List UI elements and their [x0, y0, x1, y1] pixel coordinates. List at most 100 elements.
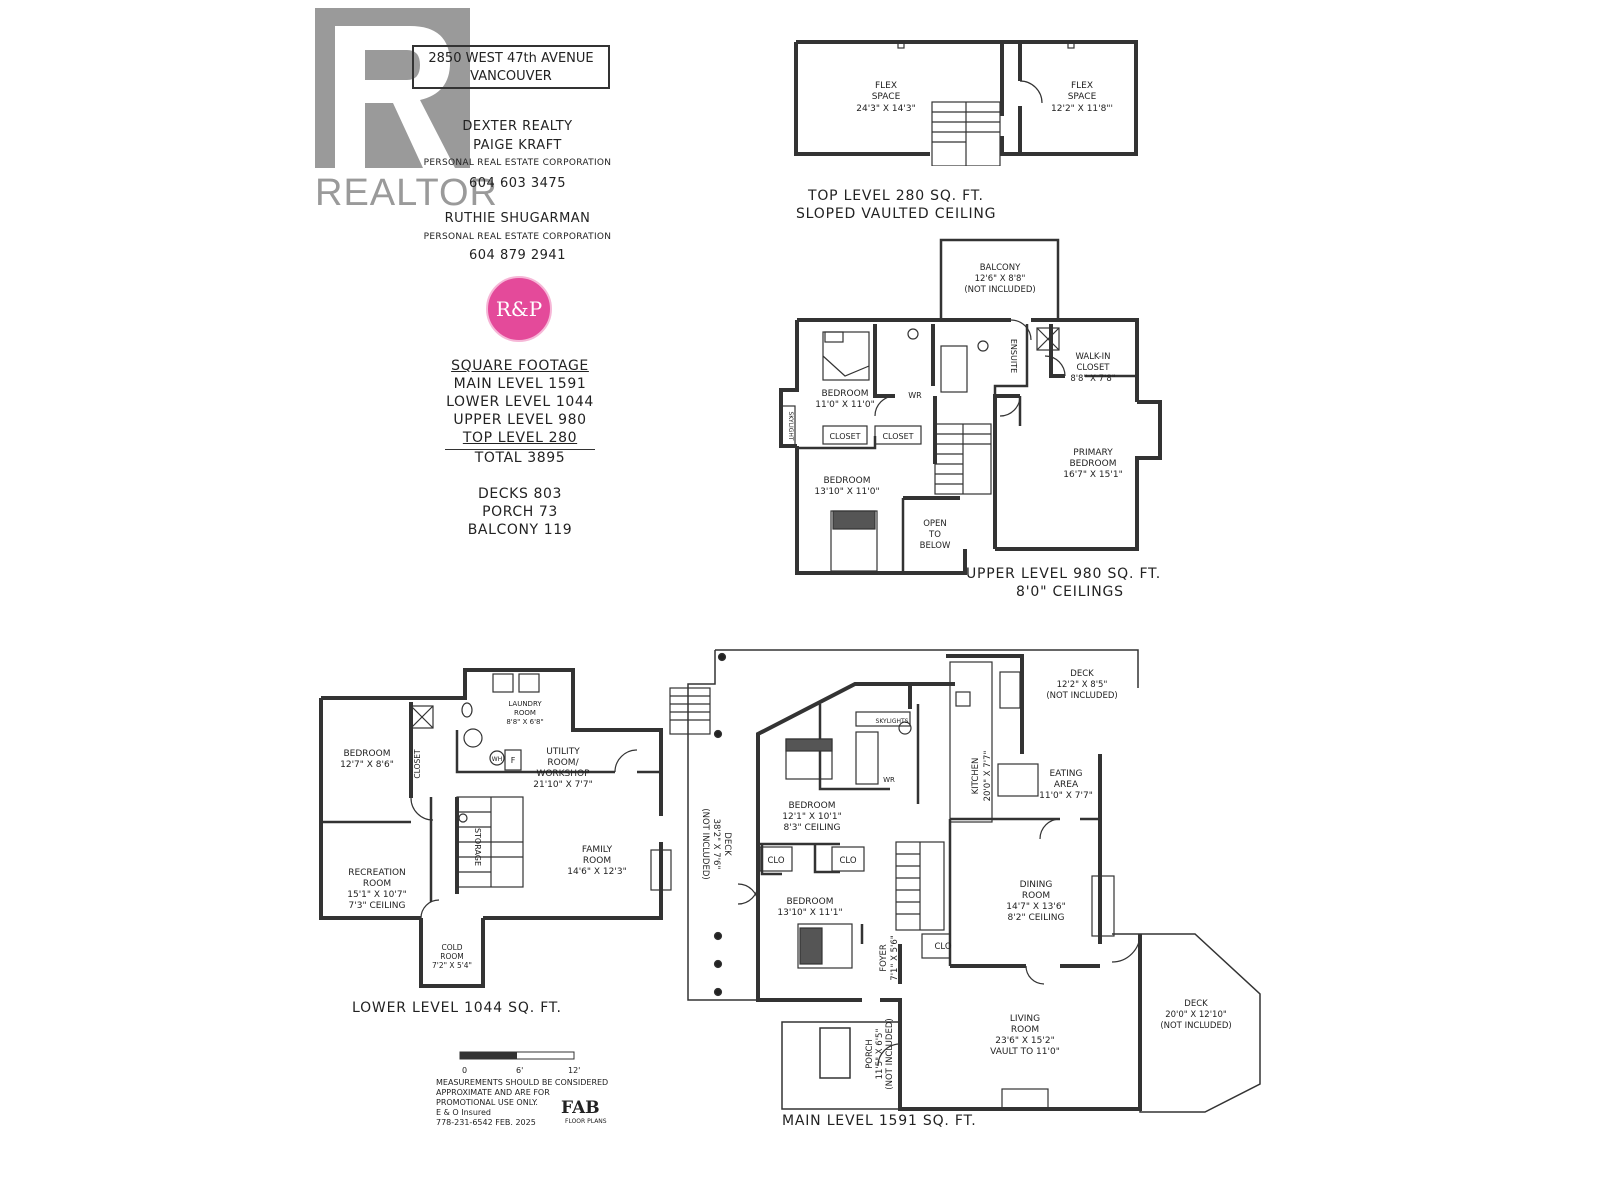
- disclaimer-line5: 778-231-6542 FEB. 2025: [436, 1118, 536, 1127]
- upper-walkin-dims: 8'8" X 7'8": [1070, 374, 1115, 384]
- main-deck-top-note: (NOT INCLUDED): [1046, 691, 1117, 701]
- main-porch-dims: 11'5" X 6'5": [875, 1029, 885, 1080]
- upper-open-line1: OPEN: [923, 519, 947, 529]
- upper-primary-dims: 16'7" X 15'1": [1063, 470, 1122, 480]
- main-deck-left-name: DECK: [722, 832, 732, 856]
- main-bed1-name: BEDROOM: [789, 801, 836, 811]
- main-level-title: MAIN LEVEL 1591 SQ. FT.: [782, 1113, 977, 1129]
- realtor-wordmark: REALTOR: [315, 172, 498, 214]
- main-dining-ceiling: 8'2" CEILING: [1008, 913, 1065, 923]
- fab-logo: FAB: [561, 1098, 600, 1118]
- flex2-dims: 12'2" X 11'8"': [1051, 104, 1113, 114]
- agent2-phone: 604 879 2941: [469, 248, 566, 263]
- lower-family-dims: 14'6" X 12'3": [567, 867, 626, 877]
- main-eating-label: AREA: [1054, 780, 1079, 790]
- sqft-main: MAIN LEVEL 1591: [453, 376, 587, 392]
- upper-bed1-dims: 11'0" X 11'0": [815, 400, 874, 410]
- top-level-subtitle: SLOPED VAULTED CEILING: [796, 206, 997, 222]
- agent1-phone: 604 603 3475: [469, 176, 566, 191]
- agent2-corporation: PERSONAL REAL ESTATE CORPORATION: [423, 232, 612, 242]
- lower-laundry-label: ROOM: [514, 709, 536, 717]
- lower-wh-label: WH: [492, 756, 502, 763]
- lower-bedroom-dims: 12'7" X 8'6": [340, 760, 394, 770]
- agent1-name: PAIGE KRAFT: [473, 138, 562, 153]
- lower-closet-label: CLOSET: [413, 749, 422, 779]
- disclaimer-line4: E & O Insured: [436, 1108, 491, 1117]
- main-dining-label: ROOM: [1022, 891, 1050, 901]
- lower-recreation-name: RECREATION: [348, 868, 406, 878]
- main-porch-name: PORCH: [865, 1039, 875, 1069]
- main-deck-right-note: (NOT INCLUDED): [1160, 1021, 1231, 1031]
- lower-f-label: F: [511, 756, 516, 765]
- main-dining-dims: 14'7" X 13'6": [1006, 902, 1065, 912]
- main-deck-right-dims: 20'0" X 12'10": [1165, 1010, 1227, 1020]
- flex2-label: SPACE: [1068, 92, 1097, 102]
- upper-level-title: UPPER LEVEL 980 SQ. FT.: [966, 566, 1161, 582]
- main-skylights-label: SKYLIGHTS: [876, 718, 909, 725]
- upper-level-subtitle: 8'0" CEILINGS: [1016, 584, 1124, 600]
- upper-bed1-name: BEDROOM: [822, 389, 869, 399]
- sqft-decks: DECKS 803: [477, 486, 563, 502]
- flex1-label: SPACE: [872, 92, 901, 102]
- main-foyer-name: FOYER: [879, 944, 889, 972]
- upper-open-line3: BELOW: [920, 541, 951, 551]
- main-bed1-ceiling: 8'3" CEILING: [784, 823, 841, 833]
- main-kitchen-name: KITCHEN: [971, 758, 981, 795]
- sqft-total: TOTAL 3895: [445, 449, 595, 466]
- main-wr-label: WR: [883, 776, 895, 784]
- upper-bed2-name: BEDROOM: [824, 476, 871, 486]
- upper-balcony-dims: 12'6" X 8'8": [975, 274, 1026, 284]
- upper-closet-a: CLOSET: [829, 432, 860, 441]
- upper-wr-label: WR: [908, 391, 922, 400]
- main-clo-b: CLO: [839, 856, 856, 866]
- lower-utility-dims: 21'10" X 7'7": [533, 780, 592, 790]
- flex1-name: FLEX: [875, 81, 897, 91]
- upper-primary-name: PRIMARY: [1073, 448, 1113, 458]
- lower-recreation-label: ROOM: [363, 879, 391, 889]
- main-dining-name: DINING: [1020, 880, 1053, 890]
- main-kitchen-dims: 20'0" X 7'7": [983, 751, 993, 802]
- main-clo-a: CLO: [767, 856, 784, 866]
- lower-recreation-ceiling: 7'3" CEILING: [349, 901, 406, 911]
- main-eating-name: EATING: [1049, 769, 1082, 779]
- lower-cold-name: COLD: [441, 943, 462, 952]
- main-living-name: LIVING: [1010, 1014, 1040, 1024]
- sqft-porch: PORCH 73: [482, 504, 558, 520]
- upper-skylight-label: SKYLIGHT: [787, 411, 794, 440]
- lower-family-label: ROOM: [583, 856, 611, 866]
- main-living-label: ROOM: [1011, 1025, 1039, 1035]
- fab-logo-subtitle: FLOOR PLANS: [565, 1118, 607, 1125]
- address-box: 2850 WEST 47th AVENUE VANCOUVER: [412, 45, 610, 89]
- agent2-name: RUTHIE SHUGARMAN: [444, 211, 591, 226]
- upper-walkin-label: CLOSET: [1076, 363, 1110, 373]
- upper-balcony-name: BALCONY: [980, 263, 1021, 273]
- scale-bar: [459, 1051, 575, 1060]
- lower-laundry-name: LAUNDRY: [508, 700, 542, 708]
- top-level-plan: FLEX SPACE 24'3" X 14'3" FLEX SPACE 12'2…: [794, 40, 1138, 166]
- upper-bed2-dims: 13'10" X 11'0": [814, 487, 879, 497]
- upper-open-line2: TO: [928, 530, 941, 540]
- lower-storage-label: STORAGE: [473, 828, 482, 866]
- main-deck-top-name: DECK: [1070, 669, 1094, 679]
- sqft-top: TOP LEVEL 280: [462, 430, 578, 446]
- flex1-dims: 24'3" X 14'3": [856, 104, 915, 114]
- disclaimer: MEASUREMENTS SHOULD BE CONSIDERED APPROX…: [436, 1078, 616, 1128]
- upper-primary-label: BEDROOM: [1070, 459, 1117, 469]
- main-clo-c: CLO: [934, 942, 951, 952]
- disclaimer-line3: PROMOTIONAL USE ONLY.: [436, 1098, 538, 1107]
- lower-bedroom-name: BEDROOM: [344, 749, 391, 759]
- sqft-balcony: BALCONY 119: [467, 522, 573, 538]
- main-deck-left-note: (NOT INCLUDED): [700, 808, 710, 879]
- lower-utility-name: UTILITY: [546, 747, 580, 757]
- lower-cold-dims: 7'2" X 5'4": [432, 961, 472, 970]
- main-deck-left-dims: 38'2" X 7'6": [711, 819, 721, 870]
- lower-utility-label: ROOM/: [547, 758, 579, 768]
- agent1-corporation: PERSONAL REAL ESTATE CORPORATION: [423, 158, 612, 168]
- lower-level-plan: BEDROOM 12'7" X 8'6" CLOSET LAUNDRY ROOM…: [319, 668, 672, 988]
- lower-family-name: FAMILY: [582, 845, 613, 855]
- address-city: VANCOUVER: [470, 69, 552, 84]
- upper-ensuite-label: ENSUITE: [1009, 339, 1018, 373]
- main-living-dims: 23'6" X 15'2": [995, 1036, 1054, 1046]
- disclaimer-line2: APPROXIMATE AND ARE FOR: [436, 1088, 550, 1097]
- main-foyer-dims: 7'1" X 5'6": [890, 935, 900, 980]
